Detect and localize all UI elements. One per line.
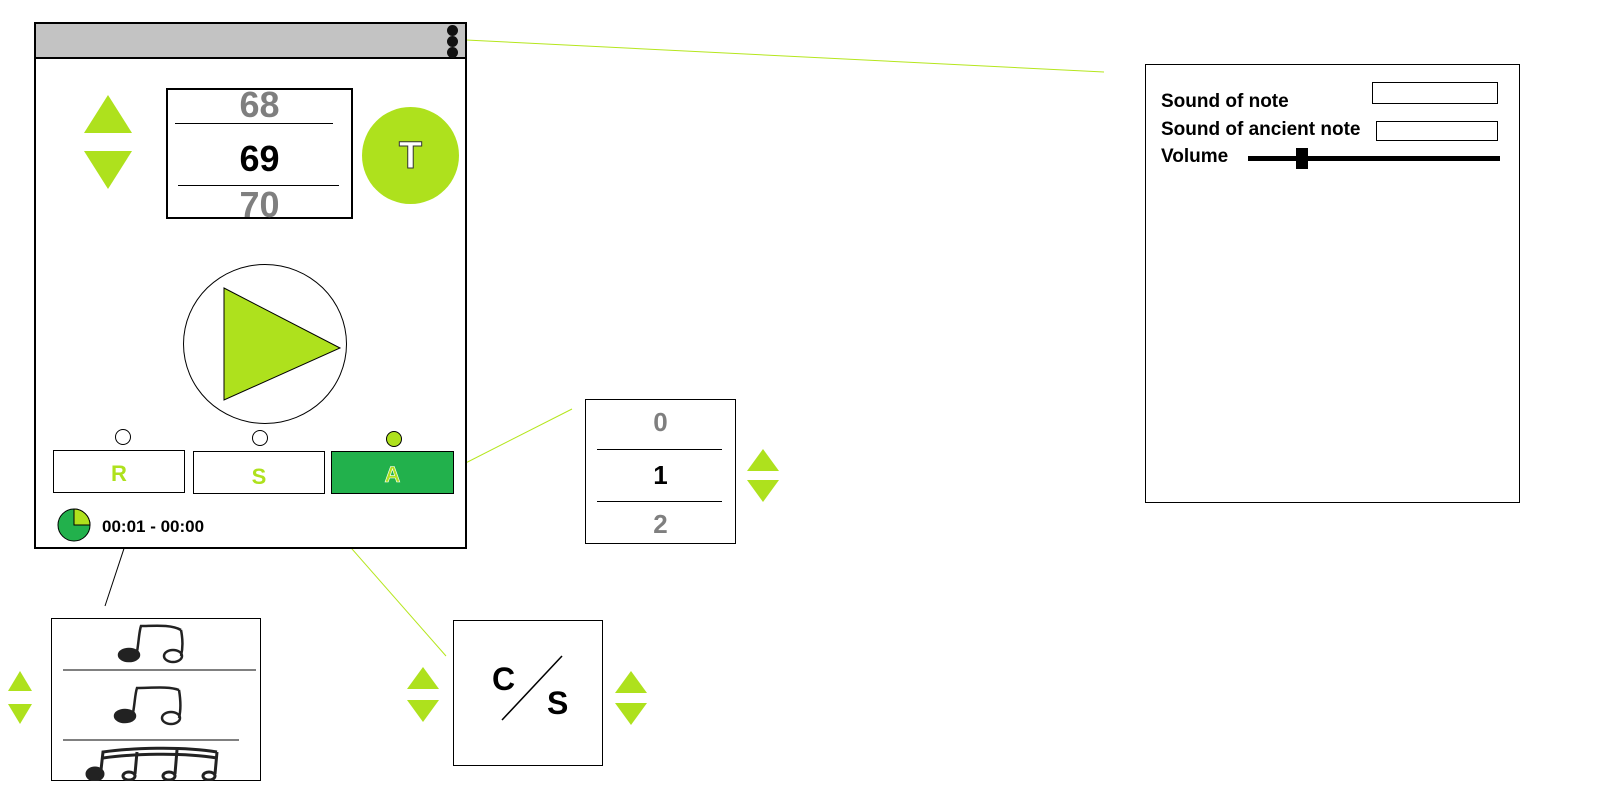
timer-text: 00:01 - 00:00 bbox=[102, 517, 205, 536]
beat-current-value: 1 bbox=[653, 460, 668, 490]
mode-r-button[interactable]: R bbox=[53, 450, 185, 493]
beat-next-value: 2 bbox=[653, 509, 668, 539]
play-button[interactable] bbox=[183, 264, 347, 424]
mode-a-button[interactable]: A bbox=[331, 451, 454, 494]
rhythm-notation-drawings bbox=[63, 624, 256, 781]
tap-tempo-label: T bbox=[398, 135, 423, 178]
sound-of-note-label: Sound of note bbox=[1161, 91, 1289, 112]
beat-down-arrow-icon[interactable] bbox=[747, 480, 779, 502]
mode-a-label: A bbox=[384, 462, 401, 488]
mode-s-button[interactable]: S bbox=[193, 451, 325, 494]
volume-label: Volume bbox=[1161, 146, 1229, 167]
cs-selector[interactable]: C S bbox=[453, 620, 603, 766]
tempo-next-value: 70 bbox=[239, 184, 280, 225]
volume-slider[interactable] bbox=[1248, 147, 1500, 169]
settings-panel: Sound of note Sound of ancient note Volu… bbox=[1145, 64, 1520, 503]
sound-of-note-field[interactable] bbox=[1372, 82, 1498, 104]
timer-pie-icon bbox=[57, 508, 91, 542]
slash-divider bbox=[501, 655, 563, 721]
volume-slider-track bbox=[1248, 156, 1500, 161]
cs-left-letter: C bbox=[492, 661, 516, 697]
cs-left-up-arrow-icon[interactable] bbox=[407, 667, 439, 689]
sixteenth-notes-icon bbox=[85, 746, 219, 781]
connector-menu-to-settings bbox=[465, 39, 1105, 73]
mode-r-label: R bbox=[111, 461, 127, 486]
eighth-notes-icon-2 bbox=[113, 686, 182, 726]
beat-prev-value: 0 bbox=[653, 407, 668, 437]
sound-of-ancient-note-label: Sound of ancient note bbox=[1161, 119, 1361, 140]
cs-right-up-arrow-icon[interactable] bbox=[615, 671, 647, 693]
tempo-picker[interactable]: 68 69 70 bbox=[166, 84, 353, 225]
cs-right-letter: S bbox=[547, 685, 569, 721]
eighth-notes-icon bbox=[117, 624, 184, 664]
sound-of-ancient-note-field[interactable] bbox=[1376, 121, 1498, 141]
mode-s-label: S bbox=[251, 464, 267, 489]
title-bar bbox=[36, 24, 465, 59]
tempo-prev-value: 68 bbox=[239, 84, 280, 125]
beat-picker[interactable]: 0 1 2 bbox=[585, 399, 736, 544]
beat-up-arrow-icon[interactable] bbox=[747, 449, 779, 471]
rhythm-down-arrow-icon[interactable] bbox=[8, 704, 32, 724]
mode-r-radio[interactable] bbox=[115, 429, 131, 445]
mode-a-radio[interactable] bbox=[386, 431, 402, 447]
tap-tempo-button[interactable]: T bbox=[362, 107, 459, 204]
rhythm-picker[interactable] bbox=[51, 618, 261, 781]
rhythm-up-arrow-icon[interactable] bbox=[8, 671, 32, 691]
tempo-current-value: 69 bbox=[239, 138, 280, 179]
tempo-down-arrow-icon[interactable] bbox=[84, 151, 132, 189]
volume-slider-thumb[interactable] bbox=[1296, 148, 1308, 169]
tempo-up-arrow-icon[interactable] bbox=[84, 95, 132, 133]
cs-left-down-arrow-icon[interactable] bbox=[407, 700, 439, 722]
play-icon bbox=[223, 287, 342, 401]
kebab-menu-icon[interactable] bbox=[441, 24, 465, 58]
cs-right-down-arrow-icon[interactable] bbox=[615, 703, 647, 725]
mode-s-radio[interactable] bbox=[252, 430, 268, 446]
